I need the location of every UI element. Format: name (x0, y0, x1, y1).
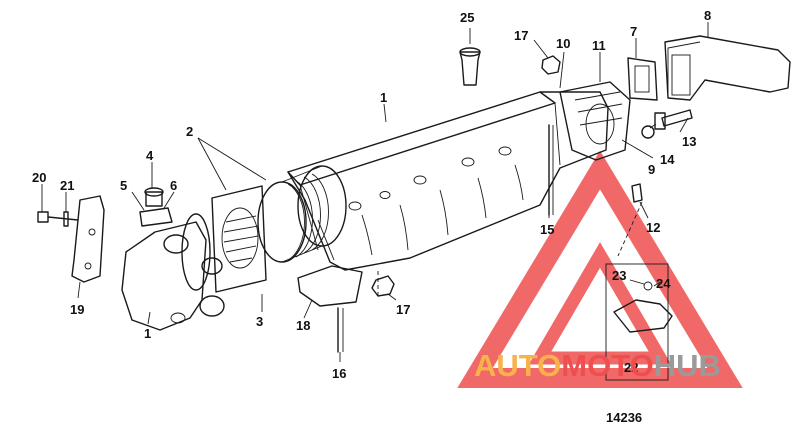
callout-14: 14 (660, 152, 675, 167)
watermark-inner-triangle (528, 242, 672, 365)
figure-number: 14236 (606, 410, 642, 425)
callout-2: 2 (186, 124, 193, 139)
callout-13: 13 (682, 134, 696, 149)
callout-1-bottom: 1 (144, 326, 151, 341)
callout-19: 19 (70, 302, 84, 317)
pressure-cap (139, 187, 173, 227)
heat-exchanger-core (257, 165, 347, 263)
bracket-19 (71, 195, 105, 283)
end-cap-housing (121, 221, 225, 331)
watermark-part2: MOTO (561, 348, 653, 383)
cap-25 (459, 47, 481, 86)
callout-15: 15 (540, 222, 554, 237)
bolt-13 (654, 109, 693, 130)
end-plate-3 (211, 185, 267, 293)
sensor-12 (631, 183, 643, 203)
exhaust-manifold (287, 91, 609, 271)
leader-lines (41, 22, 709, 362)
stud-16 (337, 307, 344, 353)
dashed-guides (377, 201, 643, 296)
watermark-word: AUTOMOTOHUB (474, 348, 721, 383)
callout-1-top: 1 (380, 90, 387, 105)
washer-14 (641, 125, 655, 139)
callout-21: 21 (60, 178, 74, 193)
callout-23: 23 (612, 268, 626, 283)
nut-17-bottom (371, 275, 395, 297)
callout-5: 5 (120, 178, 127, 193)
callout-labels: 25 17 10 11 7 8 1 13 14 9 2 4 5 6 20 21 … (32, 8, 711, 381)
outlet-flange (559, 81, 631, 161)
exhaust-elbow-8 (664, 35, 791, 101)
callout-24: 24 (656, 276, 671, 291)
callout-11: 11 (592, 38, 606, 53)
callout-20: 20 (32, 170, 46, 185)
callout-9: 9 (648, 162, 655, 177)
callout-17-top: 17 (514, 28, 528, 43)
callout-25: 25 (460, 10, 474, 25)
sensor-box-22 (605, 263, 673, 381)
watermark-part3: HUB (654, 348, 721, 383)
callout-7: 7 (630, 24, 637, 39)
stud-15 (548, 124, 554, 216)
callout-8: 8 (704, 8, 711, 23)
callout-22: 22 (624, 360, 638, 375)
callout-10: 10 (556, 36, 570, 51)
callout-18: 18 (296, 318, 310, 333)
callout-4: 4 (146, 148, 154, 163)
bolt-20 (37, 211, 79, 223)
watermark-part1: AUTO (474, 348, 561, 383)
nut-17-top (541, 55, 561, 75)
callout-17-bottom: 17 (396, 302, 410, 317)
callout-12: 12 (646, 220, 660, 235)
watermark-triangles (457, 150, 743, 388)
callout-6: 6 (170, 178, 177, 193)
gasket-18 (297, 265, 363, 307)
gasket-7 (627, 57, 658, 101)
callout-16: 16 (332, 366, 346, 381)
callout-3: 3 (256, 314, 263, 329)
watermark-text: AUTOMOTOHUB (474, 348, 721, 383)
watermark-outer-triangle (457, 150, 743, 388)
